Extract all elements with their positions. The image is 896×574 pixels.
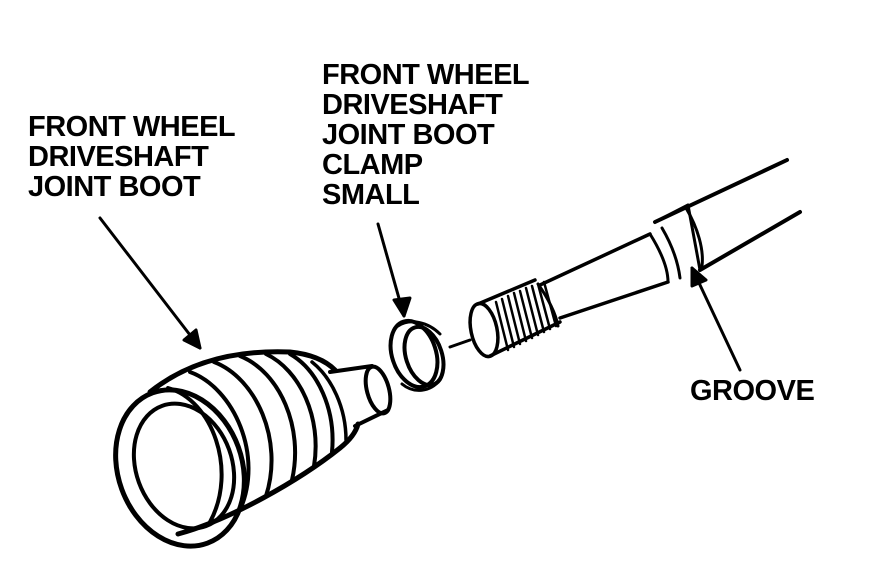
clamp-label: FRONT WHEEL DRIVESHAFT JOINT BOOT CLAMP … xyxy=(322,59,530,211)
boot-arrowhead xyxy=(182,328,202,350)
leader-lines xyxy=(98,216,742,372)
groove-label: GROOVE xyxy=(690,375,815,407)
groove-leader xyxy=(690,266,742,372)
driveshaft xyxy=(448,158,802,359)
clamp-arrowhead xyxy=(392,296,412,318)
clamp-label-line-5: SMALL xyxy=(322,179,420,211)
boot-label-line-3: JOINT BOOT xyxy=(28,171,201,203)
clamp-label-line-3: JOINT BOOT xyxy=(322,119,495,151)
boot-label: FRONT WHEEL DRIVESHAFT JOINT BOOT xyxy=(28,111,236,203)
clamp-label-line-2: DRIVESHAFT xyxy=(322,89,503,121)
clamp-label-line-1: FRONT WHEEL xyxy=(322,59,530,91)
small-clamp xyxy=(388,318,446,392)
groove-arrowhead xyxy=(690,266,708,288)
boot-label-line-2: DRIVESHAFT xyxy=(28,141,209,173)
boot-leader xyxy=(98,216,202,350)
boot-label-line-1: FRONT WHEEL xyxy=(28,111,236,143)
clamp-label-line-4: CLAMP xyxy=(322,149,423,181)
joint-boot xyxy=(113,349,393,549)
